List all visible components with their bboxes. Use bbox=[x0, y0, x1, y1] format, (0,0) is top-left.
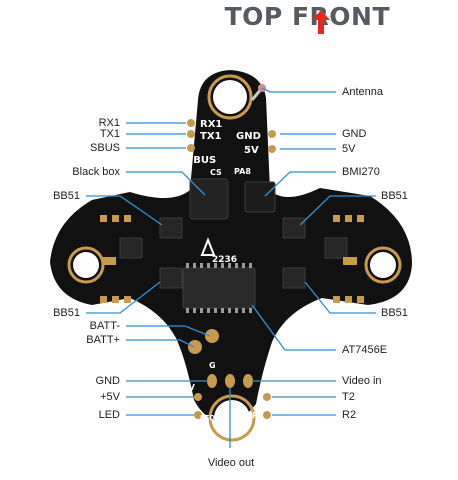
batt-neg-pad bbox=[205, 329, 219, 343]
uart-pads bbox=[187, 119, 276, 153]
up-arrow-icon bbox=[312, 10, 330, 34]
bottom-pads bbox=[194, 374, 271, 419]
silk-gnd: GND bbox=[236, 131, 261, 142]
label-sbus: SBUS bbox=[90, 142, 120, 154]
label-led: LED bbox=[98, 409, 120, 421]
silk-g: G bbox=[209, 361, 216, 370]
silk-led: LED bbox=[200, 414, 215, 422]
label-bmi270: BMI270 bbox=[342, 166, 380, 178]
label-batt-pos: BATT+ bbox=[86, 334, 120, 346]
batt-pos-pad bbox=[188, 340, 202, 354]
silk-5v: 5V bbox=[244, 145, 259, 156]
label-video-out: Video out bbox=[207, 457, 255, 469]
silk-pa8: PA8 bbox=[234, 167, 251, 176]
label-video-in: Video in bbox=[342, 375, 382, 387]
motor-pads bbox=[100, 215, 364, 303]
page-title: TOP FRONT bbox=[224, 2, 390, 31]
silk-t2: T2 bbox=[264, 383, 275, 392]
label-tx1: TX1 bbox=[99, 128, 120, 140]
label-antenna: Antenna bbox=[342, 86, 383, 98]
label-bb51-top-right: BB51 bbox=[381, 190, 408, 202]
label-at7456e: AT7456E bbox=[342, 344, 388, 356]
callout-lines bbox=[86, 87, 376, 448]
silk-5v-bottom: 5V bbox=[183, 383, 196, 392]
label-5v-right: 5V bbox=[342, 143, 356, 155]
label-bb51-top-left: BB51 bbox=[53, 190, 80, 202]
silk-r2: R2 bbox=[252, 411, 264, 420]
label-black-box: Black box bbox=[72, 166, 120, 178]
label-5v-left: +5V bbox=[100, 391, 120, 403]
label-t2: T2 bbox=[342, 391, 355, 403]
label-bb51-bottom-right: BB51 bbox=[381, 307, 408, 319]
label-bb51-bottom-left: BB51 bbox=[53, 307, 80, 319]
label-gnd-left: GND bbox=[95, 375, 120, 387]
label-gnd-right: GND bbox=[342, 128, 367, 140]
label-r2: R2 bbox=[342, 409, 357, 421]
label-rx1: RX1 bbox=[98, 117, 120, 129]
pcb-board bbox=[50, 70, 412, 442]
chips bbox=[119, 178, 348, 313]
silk-tx1: TX1 bbox=[200, 131, 222, 142]
silk-sbus: SBUS bbox=[186, 155, 216, 166]
silk-cs: CS bbox=[210, 168, 222, 177]
silk-rx1: RX1 bbox=[200, 119, 222, 130]
label-batt-neg: BATT- bbox=[89, 320, 120, 332]
silk-code: 2236 bbox=[212, 255, 237, 265]
